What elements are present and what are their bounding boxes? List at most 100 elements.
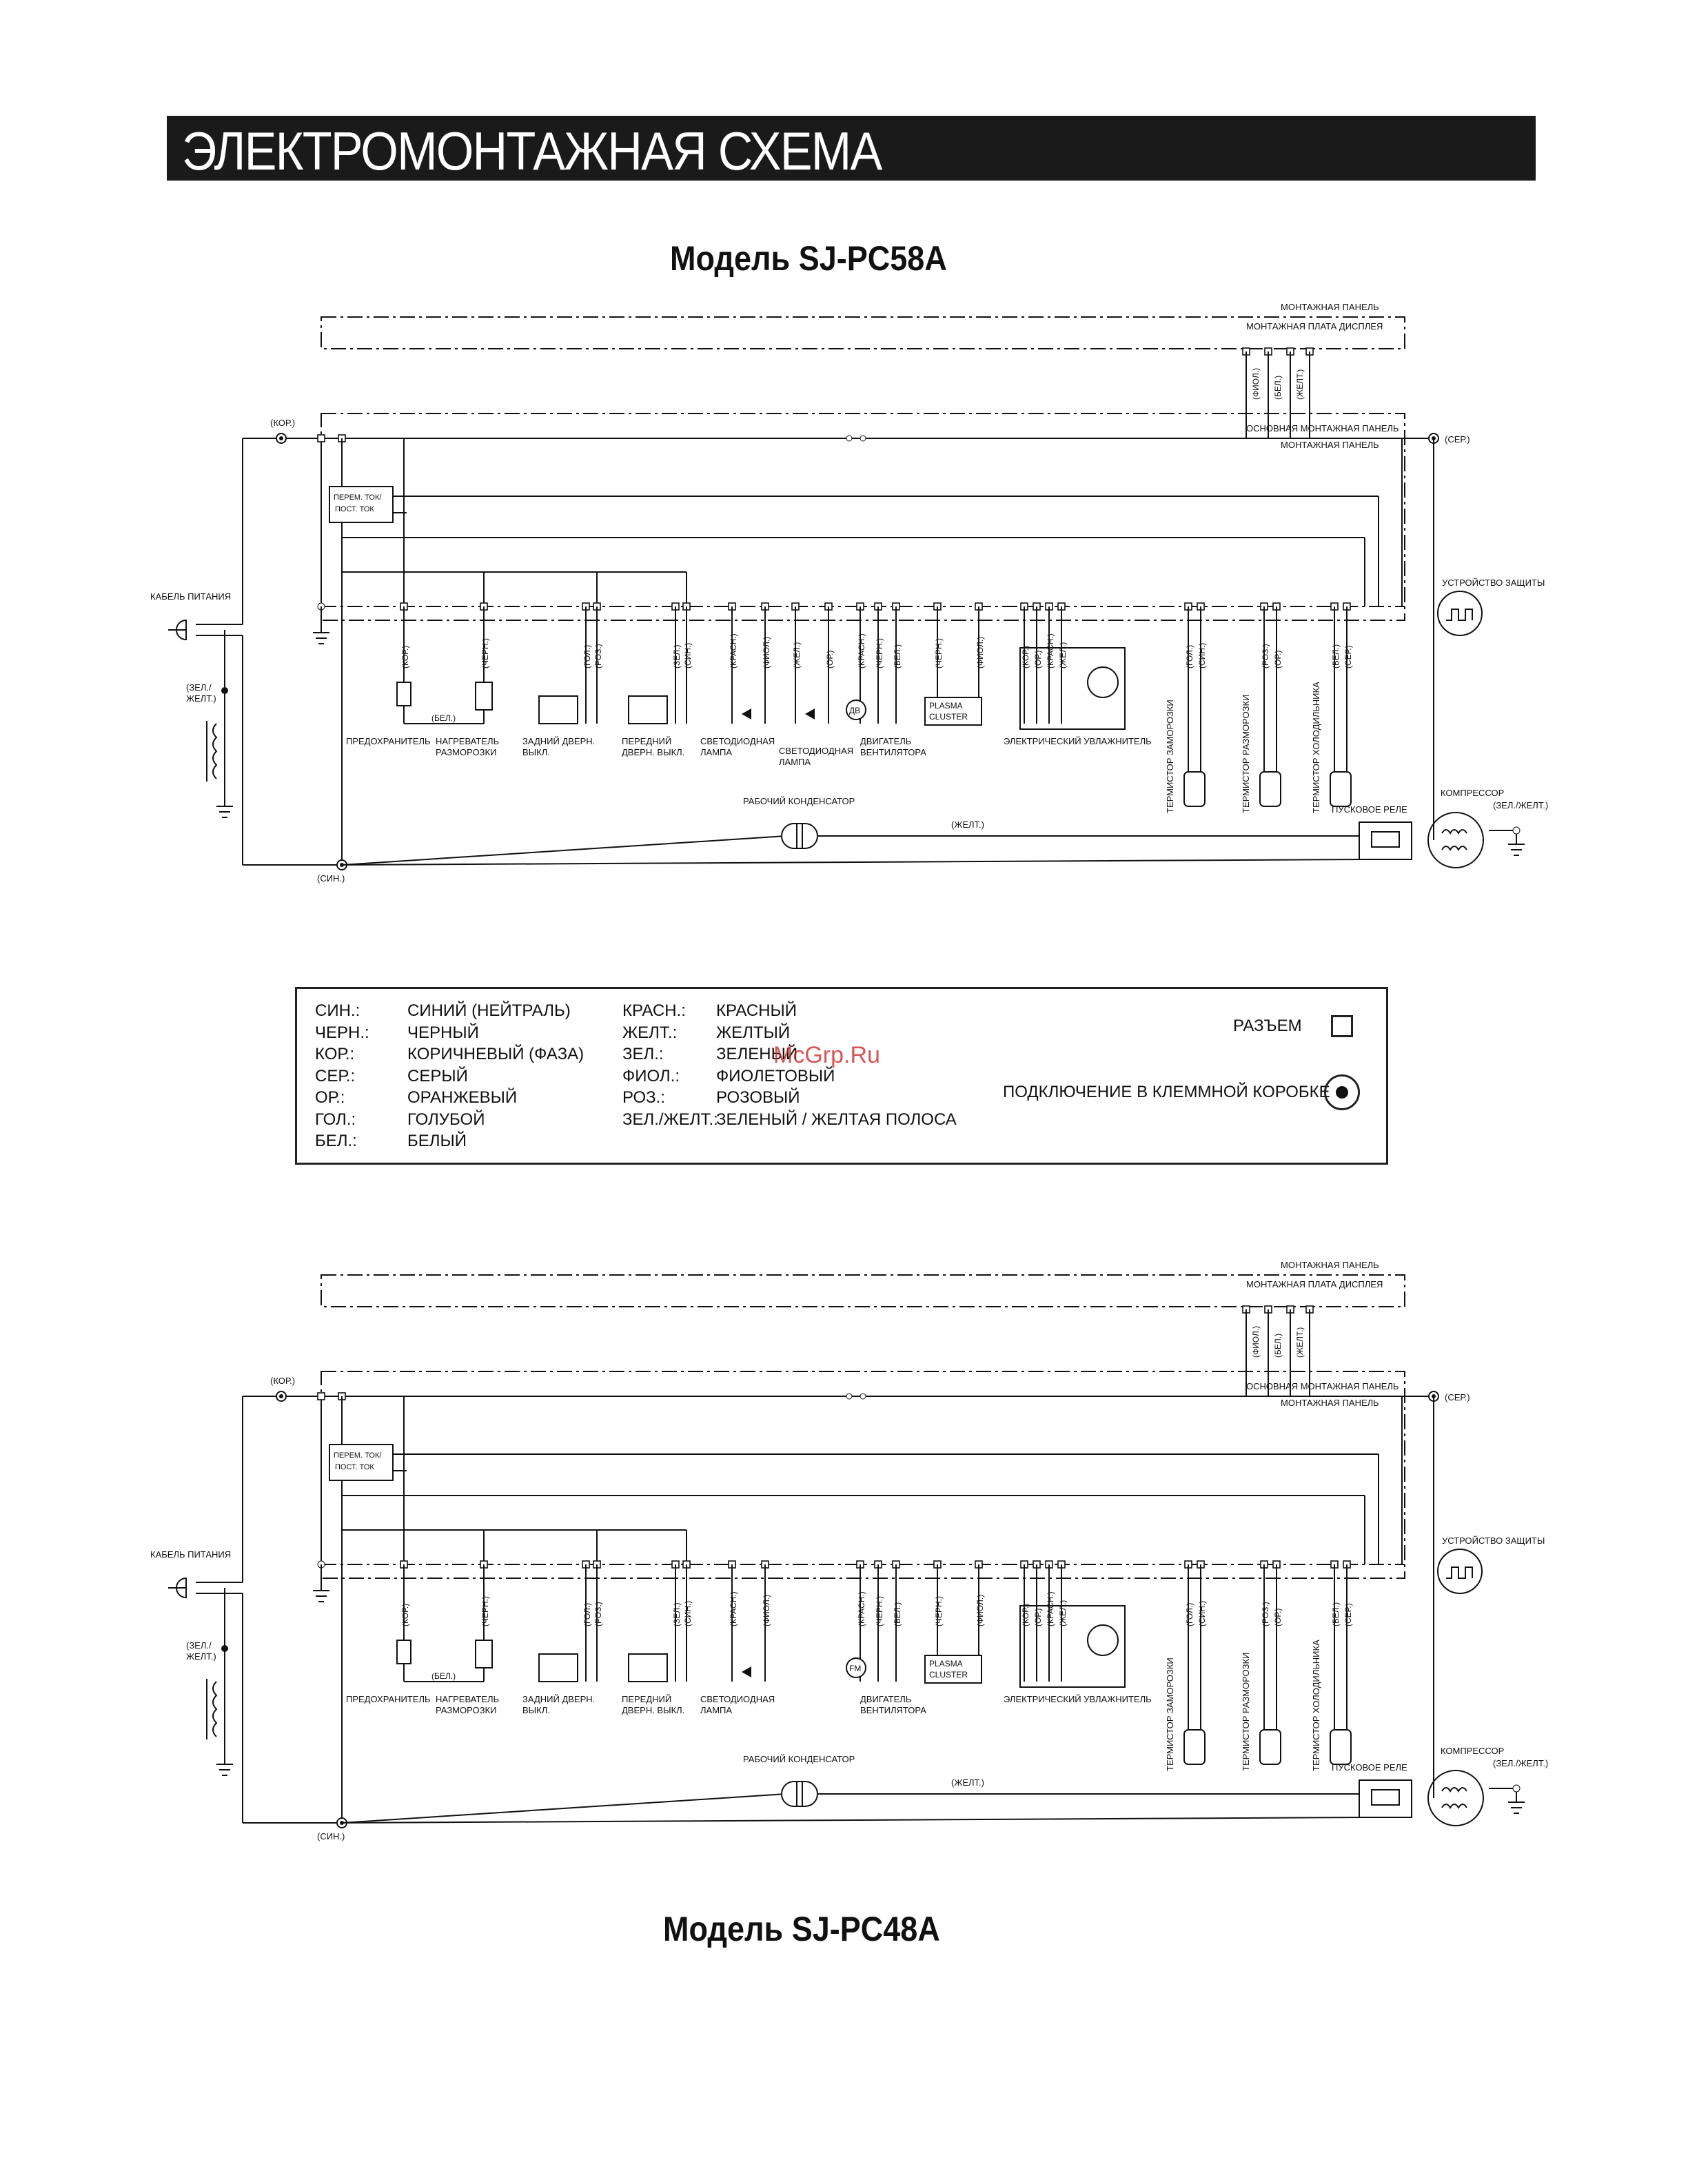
wire-color-label: (ЧЕРН.): [480, 1596, 490, 1626]
wire-color-label: (СЕР.): [1445, 434, 1470, 445]
wire-color-label: (СИН.): [1197, 643, 1207, 669]
ground-wire-label: (ЗЕЛ./ЖЕЛТ.): [1493, 800, 1548, 810]
fan-motor-label: ВЕНТИЛЯТОРА: [860, 1705, 926, 1715]
rear-door-switch-icon: [538, 1653, 578, 1682]
run-capacitor: [781, 823, 818, 849]
wire-color-label: (ЖЕЛТ.): [1295, 1327, 1305, 1358]
fan-motor-label: ДВИГАТЕЛЬ: [860, 736, 911, 746]
wire-color-label: (ОР.): [825, 651, 835, 669]
wire-color-label: (ЗЕЛ.): [672, 645, 682, 669]
rear-switch-label: ЗАДНИЙ ДВЕРН.: [522, 1694, 595, 1704]
plasma-label: PLASMA: [929, 701, 963, 711]
wire-color-label: (КРАСН.): [1046, 633, 1055, 669]
compressor-motor: [1427, 1770, 1484, 1826]
protector-label: УСТРОЙСТВО ЗАЩИТЫ: [1442, 578, 1545, 588]
led-lamp-label: СВЕТОДИОДНАЯ: [700, 1694, 775, 1704]
connector: [317, 1392, 325, 1400]
led-icon: [805, 708, 815, 720]
wire: [341, 835, 786, 866]
rear-switch-label: ВЫКЛ.: [522, 1705, 550, 1715]
display-board-label: МОНТАЖНАЯ ПЛАТА ДИСПЛЕЯ: [1246, 321, 1383, 331]
legend-abbr: ГОЛ.:: [315, 1110, 356, 1129]
plasma-label: PLASMA: [929, 1659, 963, 1668]
terminal: [1512, 826, 1521, 835]
fuse-label: ПРЕДОХРАНИТЕЛЬ: [346, 1694, 431, 1704]
fuse-icon: [396, 682, 411, 706]
terminal: [1512, 1784, 1521, 1793]
wire-color-label: (БЕЛ.): [893, 1602, 902, 1626]
wire-color-label: (БЕЛ.): [1331, 644, 1341, 669]
heater-icon: [475, 682, 493, 711]
wire-color-label: (ФИОЛ.): [1251, 368, 1261, 400]
fan-motor-label: ВЕНТИЛЯТОРА: [860, 747, 926, 757]
legend-abbr: РОЗ.:: [622, 1088, 665, 1107]
relay-label: ПУСКОВОЕ РЕЛЕ: [1332, 1762, 1407, 1773]
capacitor-label: РАБОЧИЙ КОНДЕНСАТОР: [743, 796, 855, 806]
legend-terminal-label: ПОДКЛЮЧЕНИЕ В КЛЕММНОЙ КОРОБКЕ: [1003, 1083, 1330, 1101]
wire-color-label: (РОЗ.): [593, 1602, 603, 1626]
legend-color-name: ЧЕРНЫЙ: [407, 1023, 479, 1042]
wire-color-label: (СИН.): [317, 1831, 345, 1841]
protector-element: [1446, 1566, 1473, 1579]
thermistor-icon: [1259, 771, 1281, 807]
thermistor-icon: [1259, 1729, 1281, 1765]
wire-color-label: (КРАСН.): [729, 633, 738, 669]
wire-color-label: (ЖЕЛ.): [1058, 642, 1068, 669]
power-cable-label: КАБЕЛЬ ПИТАНИЯ: [150, 591, 231, 602]
acdc-label: ПОСТ. ТОК: [335, 505, 374, 513]
wire-color-label: (СИН.): [683, 1601, 693, 1626]
ground-wire-label: ЖЕЛТ.): [186, 693, 216, 704]
wire-color-label: (СИН.): [317, 873, 345, 884]
acdc-label: ПЕРЕМ. ТОК/: [334, 493, 382, 502]
wire-color-label: (БЕЛ.): [1331, 1602, 1341, 1626]
humidifier-box: [1019, 1605, 1126, 1688]
wire-color-label: (ЧЕРН.): [875, 1596, 884, 1626]
terminal-dot: [279, 436, 283, 440]
acdc-converter: [329, 1444, 394, 1481]
legend-abbr: СИН.:: [315, 1001, 360, 1020]
wire-color-label: (ЧЕРН.): [875, 638, 884, 669]
legend-abbr: ЧЕРН.:: [315, 1023, 369, 1042]
legend-color-name: ЖЕЛТЫЙ: [716, 1023, 791, 1042]
page-title: ЭЛЕКТРОМОНТАЖНАЯ СХЕМА: [182, 121, 882, 181]
switch-contact: [846, 435, 853, 442]
thermistor-label: ТЕРМИСТОР РАЗМОРОЗКИ: [1241, 1653, 1251, 1771]
wire: [341, 1817, 1365, 1824]
legend-color-name: ГОЛУБОЙ: [407, 1110, 485, 1129]
coil-icon: [212, 1681, 218, 1737]
wire-color-label: (БЕЛ.): [1273, 376, 1283, 400]
wire-color-label: (КРАСН.): [1046, 1591, 1055, 1626]
acdc-converter: [329, 486, 394, 523]
wire-color-label: (РОЗ.): [1261, 1602, 1270, 1626]
fuse-label: ПРЕДОХРАНИТЕЛЬ: [346, 736, 431, 746]
ground-wire-label: (ЗЕЛ./ЖЕЛТ.): [1493, 1758, 1548, 1768]
legend-color-name: ОРАНЖЕВЫЙ: [407, 1088, 518, 1107]
thermistor-label: ТЕРМИСТОР ХОЛОДИЛЬНИКА: [1311, 682, 1321, 813]
wire-color-label: (ОР.): [1033, 651, 1043, 669]
front-switch-label: ДВЕРН. ВЫКЛ.: [622, 1705, 684, 1715]
wire-color-label: (ЖЕЛ.): [792, 642, 802, 669]
legend-abbr: ФИОЛ.:: [622, 1066, 680, 1085]
heater-label: РАЗМОРОЗКИ: [436, 747, 496, 757]
wire-color-label: (РОЗ.): [593, 644, 603, 669]
capacitor-label: РАБОЧИЙ КОНДЕНСАТОР: [743, 1754, 855, 1764]
wire-color-label: (КОР.): [400, 646, 410, 669]
start-relay: [1359, 1779, 1412, 1818]
wire-color-label: (ФИОЛ.): [762, 1595, 771, 1626]
ground-wire-label: ЖЕЛТ.): [186, 1651, 216, 1662]
wire-color-label: (БЕЛ.): [1273, 1334, 1283, 1358]
wire-color-label: (БЕЛ.): [893, 644, 902, 669]
humidifier-label: ЭЛЕКТРИЧЕСКИЙ УВЛАЖНИТЕЛЬ: [1004, 736, 1152, 746]
front-switch-label: ДВЕРН. ВЫКЛ.: [622, 747, 684, 757]
thermistor-label: ТЕРМИСТОР ЗАМОРОЗКИ: [1165, 1657, 1175, 1771]
wire-color-label: (ЖЕЛ.): [1058, 1600, 1068, 1626]
wire-color-label: (БЕЛ.): [431, 1671, 456, 1681]
led-lamp-label: ЛАМПА: [700, 747, 732, 757]
display-board-outline: [321, 316, 1405, 349]
acdc-label: ПОСТ. ТОК: [335, 1463, 374, 1471]
protector: [1437, 1549, 1483, 1594]
panel-label: МОНТАЖНАЯ ПАНЕЛЬ: [1281, 302, 1379, 312]
legend-abbr: ОР.:: [315, 1088, 345, 1107]
humidifier-box: [1019, 647, 1126, 730]
fan-motor-icon: [846, 700, 866, 720]
